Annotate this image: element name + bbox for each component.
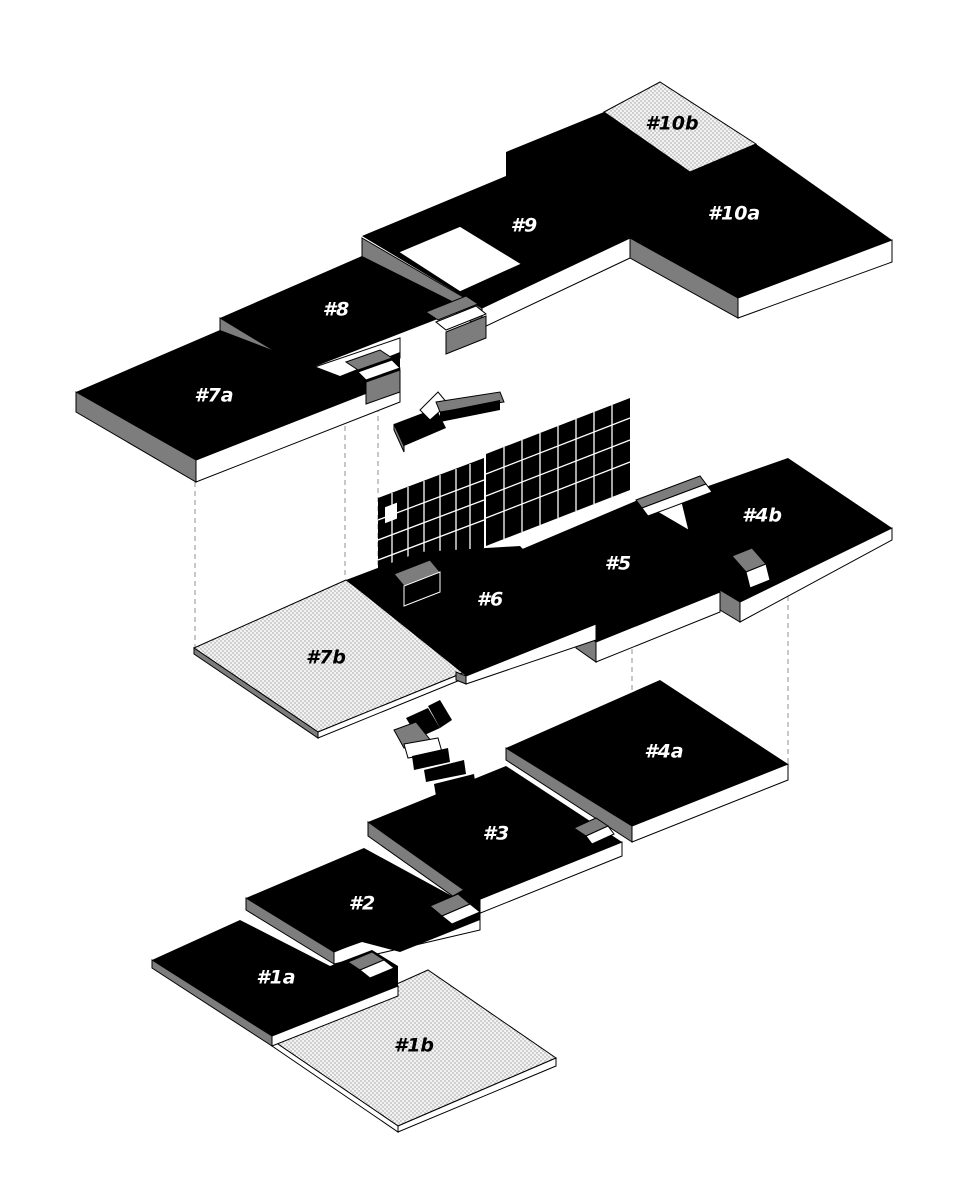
stair-4b-5 (731, 547, 771, 589)
label-1b: #1b (394, 1035, 434, 1057)
platform-10a (506, 112, 893, 319)
platform-4b (680, 458, 893, 623)
label-6: #6 (477, 589, 503, 611)
platform-6 (346, 546, 597, 685)
stair-1a-2 (346, 951, 395, 979)
platform-3 (367, 766, 623, 915)
label-1a: #1a (256, 967, 295, 989)
label-7b: #7b (306, 647, 346, 669)
label-7a: #7a (194, 385, 233, 407)
floating-stair-upper (393, 391, 505, 453)
bookshelf (377, 398, 631, 588)
label-5: #5 (605, 553, 631, 575)
platform-labels: #10b #10a #9 #8 #7a #4b #5 #6 #7b #4a #3… (194, 113, 782, 1057)
label-3: #3 (483, 823, 509, 845)
label-4b: #4b (742, 505, 782, 527)
platform-9 (361, 176, 631, 329)
stair-2-3 (429, 893, 481, 925)
stair-3-4a (572, 817, 615, 845)
label-10b: #10b (645, 113, 698, 135)
label-4a: #4a (644, 741, 683, 763)
stair-8-9 (424, 295, 487, 355)
label-9: #9 (511, 215, 537, 237)
label-2: #2 (349, 893, 375, 915)
stair-5-6 (635, 475, 713, 517)
platform-4a (505, 680, 789, 843)
label-8: #8 (323, 299, 349, 321)
platform-1a (151, 920, 399, 1047)
platform-7a (75, 330, 401, 483)
stair-6-5 (393, 559, 441, 607)
label-10a: #10a (708, 203, 760, 225)
stair-7a-8 (344, 349, 401, 405)
platform-2 (245, 848, 481, 965)
platform-7b (192, 579, 472, 739)
